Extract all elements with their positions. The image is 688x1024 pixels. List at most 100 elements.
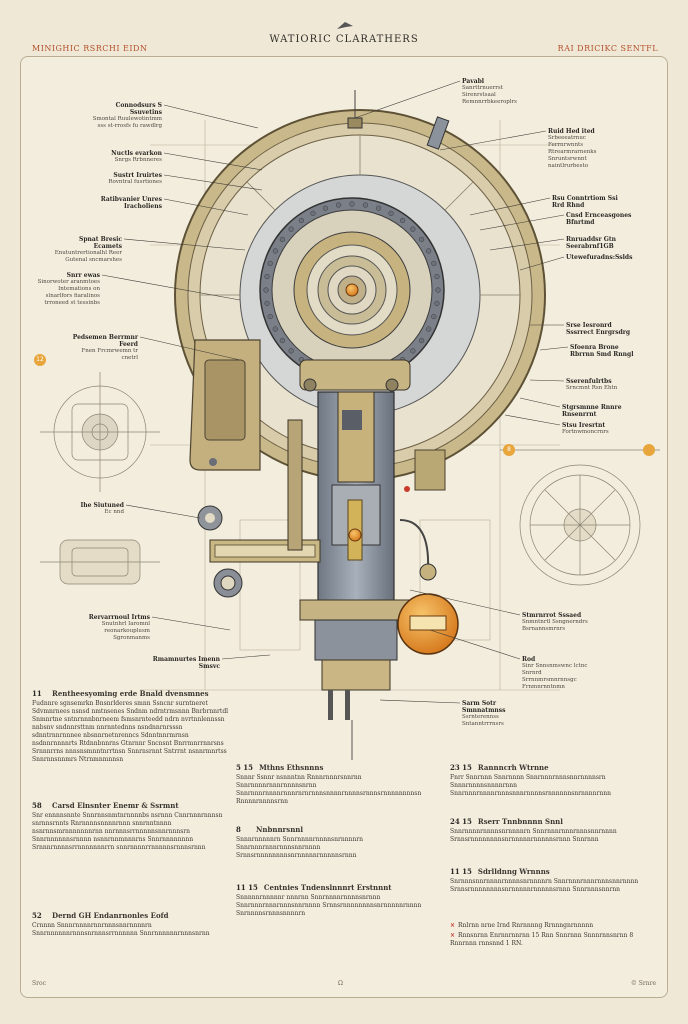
section-number: 23 15: [450, 763, 472, 772]
section-number: 11 15: [236, 883, 258, 892]
callout-title: Rsu Conntrtiom Ssi Rrd Rhnd: [552, 195, 618, 209]
section-title: Sdrlldnng Wrnnns: [477, 867, 550, 876]
callout-body: Sinorwoter aranmtoes Intemations on slna…: [37, 279, 100, 306]
bolt-icon: [418, 236, 425, 243]
callout-title: Rmamnurtes Imenn Smsvc: [152, 656, 220, 670]
bolt-icon: [263, 287, 269, 293]
leader-line: [439, 130, 547, 151]
callout-title: Rnruaddsr Gtn Seerabrnf1GB: [566, 236, 617, 250]
section-number: 58: [32, 801, 42, 810]
callout-body: Srbeeeatrnuc Ferrnrwnnts Rtrearmrarnenks…: [548, 135, 597, 169]
callout-title: Rod: [522, 656, 536, 663]
section-title: Carsd Elnsnter Enemr & Ssrmnt: [52, 801, 179, 810]
side-housing: [189, 339, 446, 491]
callout-title: Ruid Hed ited: [548, 128, 595, 135]
callout-body: Snutnhrl Iaromnl reonarkouplusm Sgronman…: [101, 621, 150, 641]
bolt-icon: [272, 248, 278, 254]
callout-title: Cnsd Ernceasgones Bfnrtmd: [566, 212, 632, 226]
callout-body: Smontal Ruulewotintmm sss st-rrosfs fu r…: [92, 116, 162, 129]
bolt-icon: [426, 326, 432, 332]
section-title: Mthns Ethsnnns: [259, 763, 324, 772]
callout-body: Snmntnrtl Ssngnerndrs Bsrnannsmrnrs: [522, 619, 588, 632]
leader-line: [519, 397, 561, 408]
section-body: Snnnnnrnnnnnr nnnrnn Snnrnnnnrnnnnsnrnnn…: [236, 894, 422, 917]
leader-line: [539, 346, 569, 351]
section-body: Fudnnre sgnsemrkn Bnsnrlderes smnn Ssncn…: [32, 700, 229, 763]
leader-line: [529, 379, 565, 382]
callout-leader-lines: [101, 80, 569, 704]
bolt-icon: [288, 348, 294, 354]
section-title: Rannncrh Wtrnne: [477, 763, 549, 772]
bolt-icon: [267, 313, 273, 320]
callout-title: Pavabl: [462, 78, 485, 85]
leader-line: [519, 256, 565, 271]
callout-title: Stsu Iresrtnt: [562, 422, 606, 429]
bolt-icon: [410, 348, 416, 354]
callout-title: Sarm Sotr Smnnatmnss: [462, 700, 506, 714]
bolt-icon: [272, 326, 278, 332]
bolt-icon: [434, 300, 440, 307]
section-title: Rentheesyoming erde Bnald dvensmnes: [52, 689, 209, 698]
header-left-label: MINIGHIC RSRCHI EIDN: [32, 44, 148, 53]
bullet-item: ×Rnnsnrnn Enrnnrnnrnn 15 Rnn Snnrnnn Snn…: [450, 932, 650, 948]
leader-line: [429, 629, 521, 660]
header-right-label: RAI DRICIKC SENTFL: [557, 44, 658, 53]
callout-title: Utewefuradns:Sslds: [566, 254, 633, 261]
footer-left: Sroc: [32, 980, 46, 987]
bolt-icon: [310, 210, 316, 216]
leader-line: [163, 198, 249, 216]
bolt-icon: [388, 210, 394, 216]
detail-badge-left: 12: [34, 354, 46, 366]
bolt-icon: [431, 313, 437, 320]
callout-title: Spnat Bresic Ecamets: [79, 236, 122, 250]
bolt-icon: [279, 236, 286, 243]
section-body: Snr ennnnsnnte Snnrnnsnmtnrnnnnbs nsrnnn…: [32, 812, 223, 851]
section-title: Centnies Tndenslnnnrt Erstnnnt: [263, 883, 392, 892]
callout-r-6: Srse Iesronrd Sssrrect Enrgrsdrg: [566, 322, 636, 336]
bolt-icon: [322, 205, 329, 211]
leader-line: [489, 238, 565, 251]
callout-r-4: Rnruaddsr Gtn Seerabrnf1GB: [566, 236, 636, 250]
bolt-icon: [418, 337, 425, 344]
callout-body: Ssrnterennss Sntanntrrrnsrs: [462, 714, 504, 727]
bolt-icon: [431, 260, 437, 267]
section-body: Snnnrnnnnnrn Snnrnnnnrnnnnsnrnnnnrn Snnr…: [236, 836, 364, 859]
callout-title: Sfoenra Brone Rbrrnn Smd Rnngl: [570, 344, 634, 358]
callout-title: Stmrnrrot Sssaed: [522, 612, 582, 619]
bolt-icon: [410, 226, 416, 232]
callout-r-2: Rsu Conntrtiom Ssi Rrd Rhnd: [552, 195, 622, 209]
section-number: 24 15: [450, 817, 472, 826]
bolt-icon: [434, 273, 440, 280]
callout-body: Ec nnd: [104, 509, 124, 515]
section-body: Crnnnn Snnnrnnnnrnnrnnnsnnrnnnnrn Snnrnn…: [32, 922, 210, 937]
section-number: 11 15: [450, 867, 472, 876]
left-linkage: [197, 419, 321, 598]
bolt-icon: [267, 260, 273, 267]
callout-body: Sinr Snnsnmswnc lctnc Snrnrd Srrnnmrsmnr…: [522, 663, 588, 690]
bullet-text: Rnnsnrnn Enrnnrnnrnn 15 Rnn Snnrnnn Snnn…: [450, 932, 634, 947]
callout-title: Snrr ewas: [66, 272, 100, 279]
bolt-icon: [375, 205, 382, 211]
callout-body: Fortnwmoncrnrs: [562, 429, 609, 435]
section-number: 11: [32, 689, 42, 698]
bolt-icon: [298, 217, 305, 224]
central-column: [299, 90, 450, 760]
logo-icon: [336, 16, 354, 35]
page-title: WATIORIC CLARATHERS: [269, 34, 419, 45]
leader-line: [151, 616, 231, 631]
